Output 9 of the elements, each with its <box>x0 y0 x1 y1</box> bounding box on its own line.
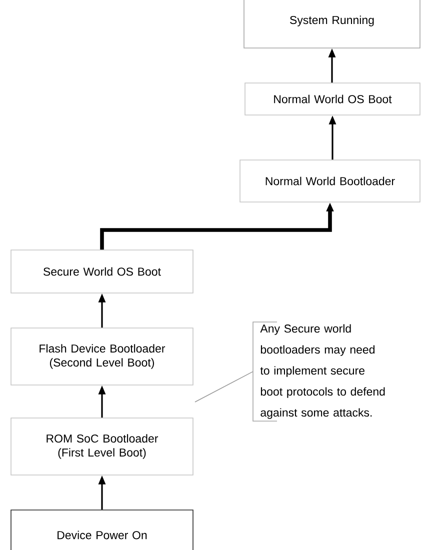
process-box: System Running <box>244 0 420 48</box>
process-box: Normal World Bootloader <box>240 160 420 202</box>
process-box: Normal World OS Boot <box>244 82 420 116</box>
process-box: Device Power On <box>10 510 194 550</box>
leader-line <box>194 371 254 402</box>
process-box: Flash Device Bootloader (Second Level Boot) <box>10 328 194 386</box>
process-box: ROM SoC Bootloader (First Level Boot) <box>10 418 194 476</box>
callout-note: Any Secure world bootloaders may need to implement secure boot protocols to defend against some attacks. <box>252 322 385 422</box>
process-box: Secure World OS Boot <box>10 250 194 294</box>
